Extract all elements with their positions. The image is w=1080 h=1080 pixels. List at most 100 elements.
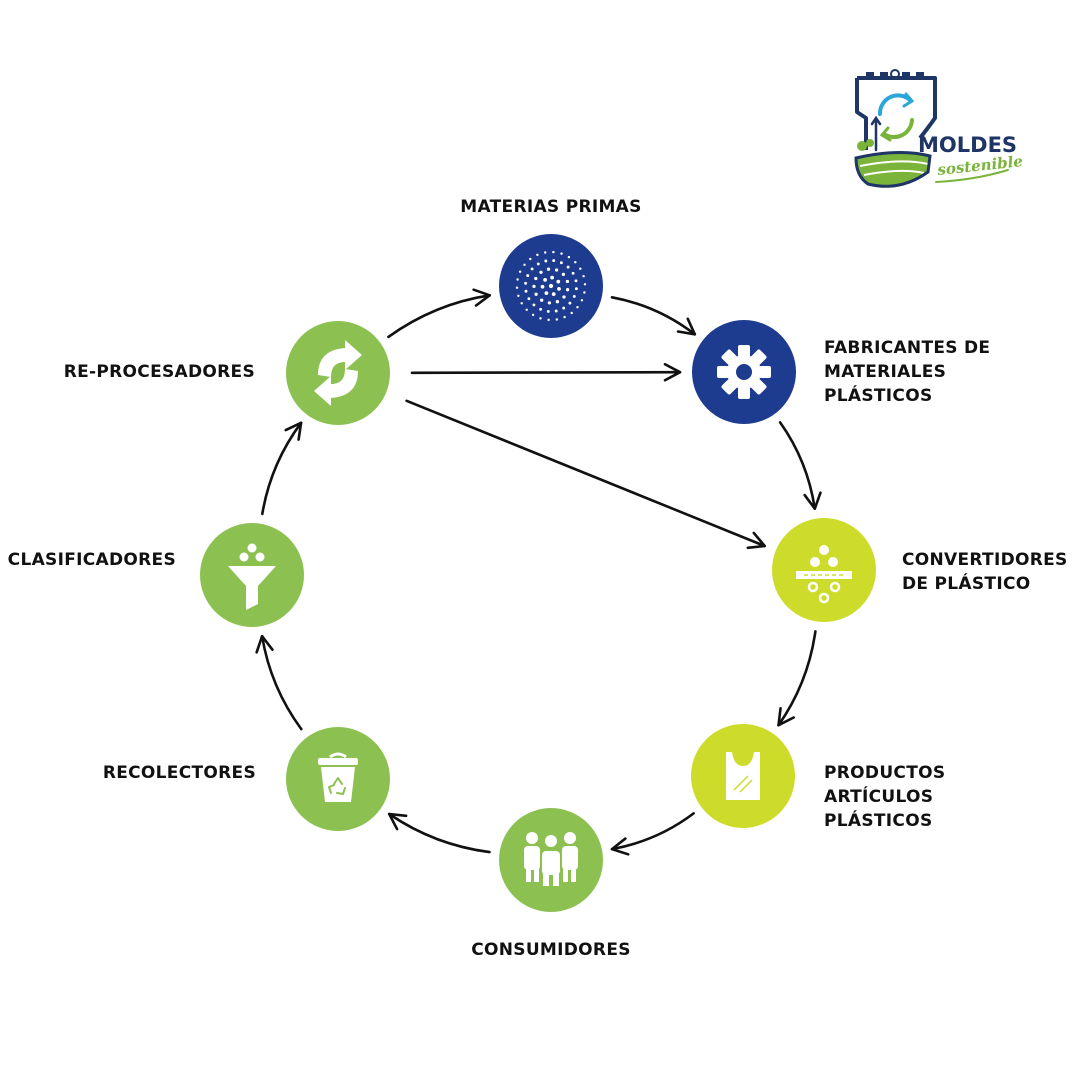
label-materias-primas: MATERIAS PRIMAS	[460, 197, 641, 217]
label-productos: PRODUCTOS ARTÍCULOS PLÁSTICOS	[824, 763, 952, 831]
label-recolectores: RECOLECTORES	[103, 763, 256, 783]
dot	[583, 283, 587, 286]
bag-icon	[726, 752, 760, 800]
dot	[546, 309, 550, 313]
dot	[518, 270, 522, 273]
dot	[547, 318, 550, 322]
dot	[525, 308, 528, 312]
dot	[516, 278, 519, 281]
dot	[571, 271, 575, 275]
dots-icon	[515, 250, 587, 322]
dot	[544, 259, 548, 263]
dot	[530, 267, 534, 271]
recycle-arrows-icon	[314, 340, 362, 406]
node-fabricantes: FABRICANTES DE MATERIALES PLÁSTICOS	[692, 320, 997, 424]
dot	[534, 276, 538, 281]
dot	[536, 253, 539, 257]
dot	[566, 265, 570, 269]
dot	[543, 278, 547, 282]
dot	[540, 298, 544, 302]
logo-word: MOLDES	[918, 133, 1017, 157]
dot	[559, 261, 563, 265]
dot	[561, 272, 566, 277]
node-re-procesadores: RE-PROCESADORES	[64, 321, 390, 425]
dot	[524, 281, 528, 285]
dot	[554, 268, 559, 272]
pellets-icon	[796, 545, 852, 604]
logo-underline	[935, 169, 1009, 183]
node-consumidores: CONSUMIDORES	[471, 808, 631, 960]
dot	[562, 295, 566, 299]
dot	[539, 307, 543, 311]
label-convertidores: CONVERTIDORES DE PLÁSTICO	[902, 550, 1074, 594]
dot	[572, 294, 576, 298]
funnel-icon	[228, 543, 276, 610]
dot	[557, 287, 561, 291]
dot	[574, 260, 577, 264]
dot	[539, 270, 543, 274]
dot	[539, 317, 542, 320]
dot	[523, 263, 526, 267]
label-clasificadores: CLASIFICADORES	[8, 550, 176, 570]
dot	[548, 283, 554, 289]
arrow-re-procesadores-to-materias-primas	[387, 288, 491, 339]
dot	[556, 279, 561, 284]
node-productos: PRODUCTOS ARTÍCULOS PLÁSTICOS	[691, 724, 952, 831]
dot	[527, 297, 531, 301]
cycle-arrows	[255, 288, 822, 856]
dot	[565, 288, 570, 292]
dot	[517, 294, 520, 298]
dot	[532, 303, 536, 307]
dot	[550, 275, 554, 280]
dot	[524, 289, 528, 293]
dot	[554, 309, 558, 313]
dot	[546, 267, 551, 271]
label-re-procesadores: RE-PROCESADORES	[64, 362, 255, 382]
node-circle-re-procesadores	[286, 321, 390, 425]
dot	[567, 255, 571, 259]
dot	[555, 318, 559, 321]
label-consumidores: CONSUMIDORES	[471, 940, 631, 960]
dot	[552, 250, 555, 254]
arrow-convertidores-to-productos	[777, 630, 817, 727]
dot	[532, 284, 536, 289]
dot	[551, 292, 556, 296]
dot	[574, 279, 578, 283]
dot	[555, 300, 560, 304]
arrow-recolectores-to-clasificadores	[255, 634, 303, 731]
dot	[544, 291, 549, 295]
dot	[515, 286, 519, 289]
arrow-fabricantes-to-convertidores	[778, 421, 822, 510]
node-materias-primas: MATERIAS PRIMAS	[460, 197, 641, 338]
arrow-consumidores-to-recolectores	[387, 812, 491, 854]
node-convertidores: CONVERTIDORES DE PLÁSTICO	[772, 518, 1074, 622]
dot	[526, 274, 530, 278]
node-recolectores: RECOLECTORES	[103, 727, 390, 831]
logo-emblem-icon	[854, 69, 937, 188]
dot	[531, 313, 535, 317]
dot	[582, 274, 585, 278]
dot	[552, 259, 556, 263]
dot	[562, 306, 566, 310]
dot	[568, 301, 572, 305]
dot	[565, 279, 570, 284]
dot	[543, 251, 547, 254]
dot	[547, 301, 552, 305]
arrow-clasificadores-to-re-procesadores	[261, 421, 303, 516]
dot	[540, 284, 545, 289]
dot	[536, 262, 540, 266]
people-icon	[524, 832, 578, 886]
dot	[560, 252, 563, 255]
dot	[579, 267, 582, 270]
node-circle-convertidores	[772, 518, 876, 622]
dot	[534, 292, 538, 296]
moldes-logo: MOLDES sostenible	[854, 69, 1024, 188]
dot	[576, 305, 579, 309]
arrow-materias-primas-to-fabricantes	[610, 296, 697, 336]
label-fabricantes: FABRICANTES DE MATERIALES PLÁSTICOS	[824, 338, 997, 406]
arrow-re-procesadores-to-fabricantes	[410, 362, 682, 382]
dot	[570, 311, 573, 315]
arrow-productos-to-consumidores	[610, 812, 695, 856]
recycle-bin-icon	[318, 752, 358, 802]
